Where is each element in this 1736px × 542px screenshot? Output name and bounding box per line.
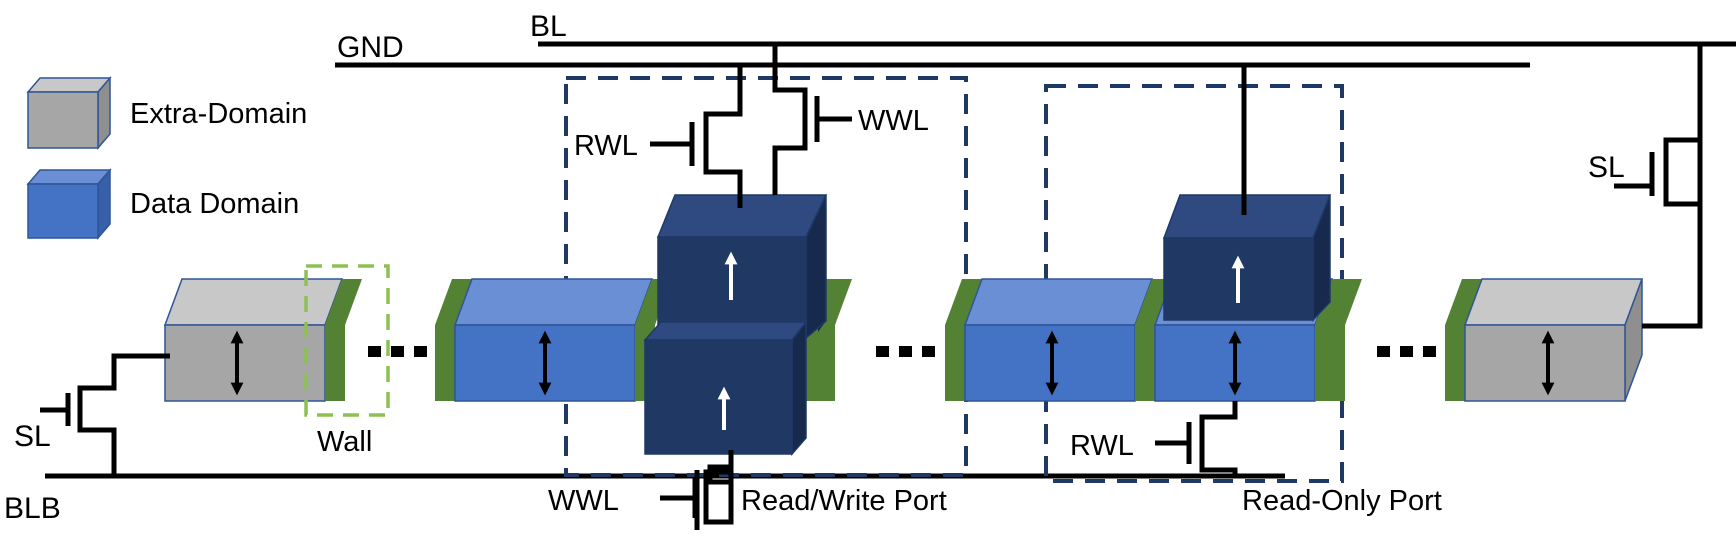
legend-data-domain-label: Data Domain <box>130 188 299 220</box>
wall-label: Wall <box>317 426 372 458</box>
rw-write-transistor-wire <box>772 44 808 195</box>
ro-pillar <box>1162 194 1332 322</box>
gnd-label: GND <box>337 31 404 64</box>
ro-read-transistor-wire <box>1199 401 1238 476</box>
wall-highlight-box <box>304 264 390 417</box>
read-write-port-label: Read/Write Port <box>741 485 947 517</box>
blb-label: BLB <box>4 492 61 525</box>
rw-lower-pillar <box>643 319 808 456</box>
extra-domain-left <box>163 278 344 402</box>
legend-extra-domain-swatch <box>26 75 112 151</box>
right-access-transistor-wire <box>1663 44 1703 326</box>
rw-upper-pillar <box>656 194 828 340</box>
ellipsis-2 <box>876 346 935 357</box>
extra-domain-right <box>1445 278 1644 402</box>
sl-right-label: SL <box>1588 151 1625 184</box>
bl-label: BL <box>530 10 567 43</box>
rw-read-transistor-wire <box>703 65 743 208</box>
left-access-transistor-wire <box>77 353 170 476</box>
legend-extra-domain-label: Extra-Domain <box>130 98 307 130</box>
data-domain-segment-2 <box>945 278 1172 402</box>
wiring <box>40 44 1703 530</box>
read-only-port-label: Read-Only Port <box>1242 485 1442 517</box>
legend: Extra-Domain Data Domain <box>26 75 307 241</box>
ellipsis-1 <box>368 346 427 357</box>
wwl-bottom-label: WWL <box>548 485 619 517</box>
sl-left-label: SL <box>14 420 51 453</box>
rwl-ro-port-label: RWL <box>1070 430 1134 462</box>
rwl-rw-port-label: RWL <box>574 130 638 162</box>
data-domain-segment-1 <box>435 278 654 402</box>
wwl-top-label: WWL <box>858 105 929 137</box>
legend-data-domain-swatch <box>26 167 112 241</box>
read-write-port-box <box>564 76 968 477</box>
nanowire: Wall <box>163 194 1644 458</box>
domain-wall <box>325 279 362 401</box>
ellipsis-3 <box>1377 346 1436 357</box>
